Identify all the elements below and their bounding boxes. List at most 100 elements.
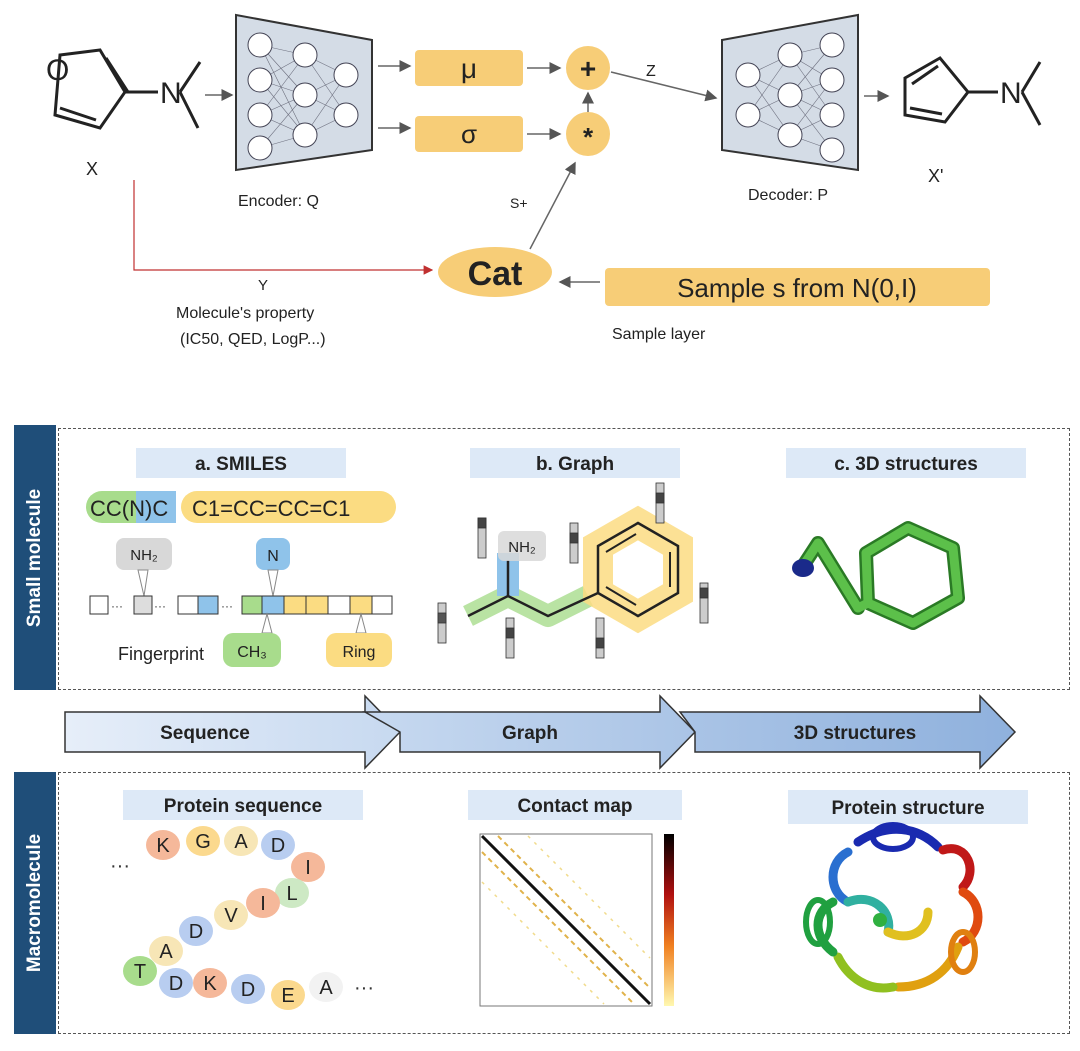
seq-ellipsis-end: ··· (354, 977, 374, 999)
residue-letter: D (271, 835, 285, 857)
x-label: X (86, 159, 98, 179)
nh2-tag-label: NH₂ (130, 547, 158, 564)
residue-letter: K (156, 835, 170, 857)
property-line2: (IC50, QED, LogP...) (180, 331, 326, 348)
sequence-arrow (64, 694, 402, 770)
residue-bubble (224, 826, 258, 856)
encoder-network (235, 13, 373, 172)
n-tag-label: N (267, 548, 279, 565)
output-molecule (903, 56, 1042, 126)
residue-bubble (193, 968, 227, 998)
residue-letter: I (305, 857, 311, 879)
small-molecule-content: a. SMILES CC(N)C C1=CC=CC=C1 NH₂ N ··· ·… (86, 448, 1026, 667)
cat-node (438, 247, 552, 297)
smiles-part2: C1=CC=CC=C1 (192, 496, 350, 521)
sequence-arrow-label: Sequence (160, 723, 250, 744)
residue-letter: D (241, 979, 255, 1001)
mu-label: μ (461, 53, 477, 84)
small-molecule-side-label: Small molecule (24, 488, 45, 627)
graph-arrow-label: Graph (502, 723, 558, 744)
svg-text:···: ··· (111, 599, 123, 613)
graph-title-bg (470, 448, 680, 478)
mu-box (415, 50, 523, 86)
x-prime-label: X' (928, 166, 943, 186)
protein-ribbon (803, 822, 983, 993)
smiles-title: a. SMILES (195, 454, 287, 475)
residue-letter: T (134, 961, 146, 983)
structure-title-bg (786, 448, 1026, 478)
ch3-tag-label: CH₃ (237, 644, 267, 661)
residue-bubble (275, 878, 309, 908)
macromolecule-side-label: Macromolecule (24, 833, 46, 973)
residue-letter: G (195, 831, 211, 853)
times-node (566, 112, 610, 156)
residue-letter: E (281, 985, 294, 1007)
atom-n-right: N (1000, 77, 1022, 110)
residue-bubble (159, 968, 193, 998)
residue-letter: K (203, 973, 217, 995)
sample-layer-label: Sample layer (612, 326, 706, 343)
graph-title: b. Graph (536, 454, 614, 475)
nh2-tag (116, 538, 172, 570)
ch3-tag (223, 633, 281, 667)
residue-bubble (186, 826, 220, 856)
residue-letter: A (319, 977, 333, 999)
sigma-box (415, 116, 523, 152)
ring-tag-label: Ring (343, 644, 376, 661)
input-molecule (53, 48, 202, 130)
progression-arrows: Sequence Graph 3D structures (64, 694, 1017, 770)
times-label: * (583, 122, 594, 152)
structures-arrow (678, 694, 1017, 770)
residue-letter: D (189, 921, 203, 943)
contact-map-title: Contact map (517, 796, 632, 817)
cat-label: Cat (468, 255, 523, 293)
svg-text:···: ··· (154, 599, 166, 613)
sample-box-label: Sample s from N(0,I) (677, 273, 917, 303)
protein-seq-title: Protein sequence (164, 796, 322, 817)
residue-bubble (214, 900, 248, 930)
smiles-part1: CC(N)C (90, 496, 168, 521)
fingerprint-bits (89, 595, 393, 615)
residue-bubble (309, 972, 343, 1002)
macromolecule-side-bar: Macromolecule (14, 772, 56, 1034)
graph-feature-bars (437, 482, 709, 659)
residue-bubble (179, 916, 213, 946)
small-molecule-side-bar: Small molecule (14, 425, 56, 690)
decoder-label: Decoder: P (748, 187, 828, 204)
residue-bubble (261, 830, 295, 860)
smiles-yellow-highlight (181, 491, 396, 523)
macromolecule-panel (58, 772, 1070, 1034)
atom-n-left: N (160, 77, 182, 110)
encoder-label: Encoder: Q (238, 193, 319, 210)
ring-tag (326, 633, 392, 667)
residue-letter: V (224, 905, 238, 927)
smiles-title-bg (136, 448, 346, 478)
residue-letter: I (260, 893, 266, 915)
protein-structure-title: Protein structure (831, 798, 984, 819)
residue-letter: A (234, 831, 248, 853)
residue-bubble (146, 830, 180, 860)
plus-label: + (580, 53, 596, 84)
graph-nh2-label: NH₂ (508, 539, 536, 556)
structure-title: c. 3D structures (834, 454, 978, 475)
sigma-label: σ (461, 119, 477, 149)
protein-center-atom (873, 913, 887, 927)
smiles-blue-highlight (136, 491, 176, 523)
fingerprint-label: Fingerprint (118, 644, 204, 664)
contact-map (479, 833, 674, 1007)
s-label: S+ (510, 195, 528, 211)
residue-bubble (246, 888, 280, 918)
graph-molecule (463, 505, 693, 634)
residue-bubble (231, 974, 265, 1004)
sample-box (605, 268, 990, 306)
z-label: Z (646, 63, 656, 80)
property-line1: Molecule's property (176, 305, 314, 322)
residue-bubble (149, 936, 183, 966)
vae-diagram: O N X Encoder: Q μ σ + * (46, 13, 1042, 348)
plus-node (566, 46, 610, 90)
graph-arrow (362, 694, 697, 770)
residue-letter: D (169, 973, 183, 995)
decoder-network (721, 13, 859, 172)
